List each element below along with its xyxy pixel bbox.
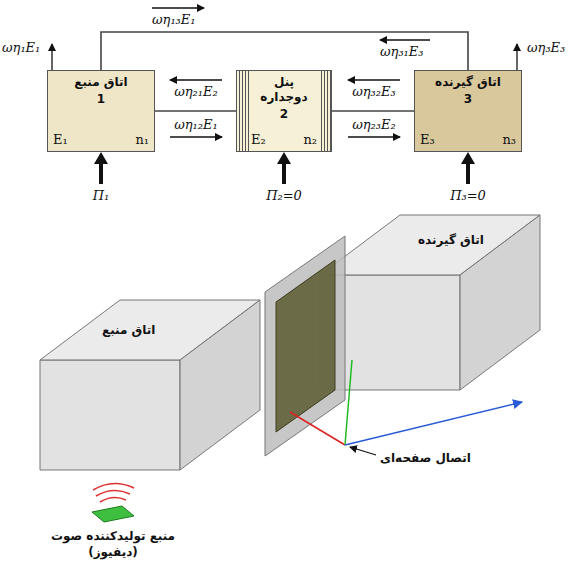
box-title: پنل دوجداره: [251, 75, 317, 105]
flow-label: Π₃=0: [450, 188, 486, 204]
subsystem-box: پنل دوجداره2E₂ n₂: [236, 70, 332, 152]
flow-label: Π₁: [93, 188, 110, 204]
energy-symbol: E₂: [251, 132, 266, 148]
flow-label: ωη₃E₃: [527, 40, 565, 56]
subsystem-box: اتاق منبع1E₁ n₁: [47, 70, 155, 152]
modal-density-symbol: n₁: [135, 132, 149, 148]
energy-symbol: E₃: [420, 132, 435, 148]
flow-label: ωη₁₂E₁: [174, 117, 218, 133]
wall-stripes: [319, 71, 331, 151]
box-number: 2: [237, 106, 331, 122]
coupling-line: [155, 110, 236, 112]
illustration-label: اتاق گیرنده: [418, 232, 484, 248]
modal-density-symbol: n₃: [502, 132, 516, 148]
flow-label: Π₂=0: [266, 188, 302, 204]
flow-label: ωη₁E₁: [2, 40, 40, 56]
wall-stripes: [237, 71, 249, 151]
coupling-line: [332, 110, 414, 112]
flow-label: ωη₁₃E₁: [152, 12, 196, 28]
flow-label: ωη₃₂E₃: [352, 84, 396, 100]
flow-label: ωη₃₁E₃: [380, 44, 424, 60]
box-number: 3: [415, 91, 521, 107]
box-number: 1: [48, 91, 154, 107]
power-arrows: [94, 152, 475, 184]
illustration-label: منبع تولیدکننده صوت (دیفیوز): [38, 528, 188, 560]
modal-density-symbol: n₂: [303, 132, 317, 148]
rooms-illustration: [40, 215, 540, 470]
box-title: اتاق گیرنده: [420, 75, 516, 90]
illustration-label: اتصال صفحه‌ای: [380, 450, 471, 466]
coupling-line: [101, 32, 468, 70]
axes: [290, 360, 522, 455]
flow-label: ωη₂₃E₂: [352, 117, 396, 133]
box-title: اتاق منبع: [53, 75, 149, 90]
sound-source: [92, 483, 134, 522]
energy-symbol: E₁: [53, 132, 68, 148]
illustration-label: اتاق منبع: [102, 322, 155, 338]
flow-label: ωη₂₁E₂: [174, 84, 218, 100]
subsystem-box: اتاق گیرنده3E₃ n₃: [414, 70, 522, 152]
